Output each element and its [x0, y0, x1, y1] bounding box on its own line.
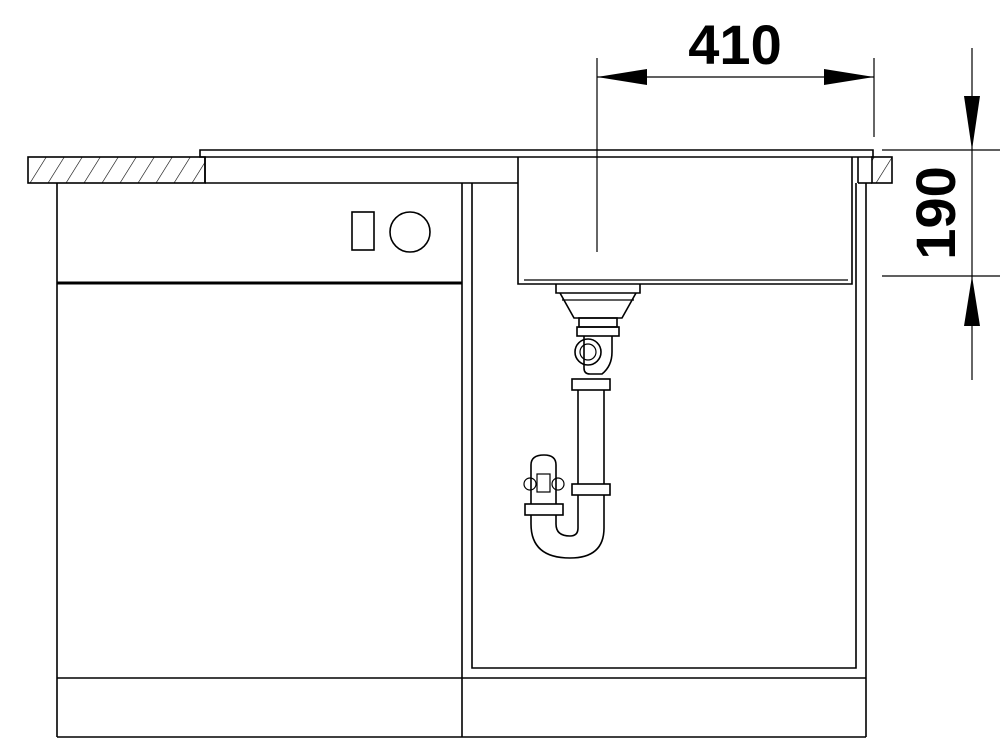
sink-plate: [199, 149, 874, 184]
sink-bowl: [517, 157, 853, 285]
dimension-190: 190: [882, 48, 1000, 380]
countertop-right-hatched: [871, 156, 893, 184]
countertop: [27, 156, 893, 184]
countertop-left-hatched: [27, 156, 206, 184]
dishwasher-knob-icon: [389, 211, 431, 253]
siphon-drain: [523, 284, 641, 559]
left-cabinet: [56, 183, 463, 738]
dishwasher-button-icon: [351, 211, 375, 251]
dimension-190-label: 190: [904, 166, 967, 259]
sink-cabinet: [462, 183, 867, 738]
dimension-410-label: 410: [688, 13, 781, 76]
dimension-410: 410: [596, 13, 875, 252]
